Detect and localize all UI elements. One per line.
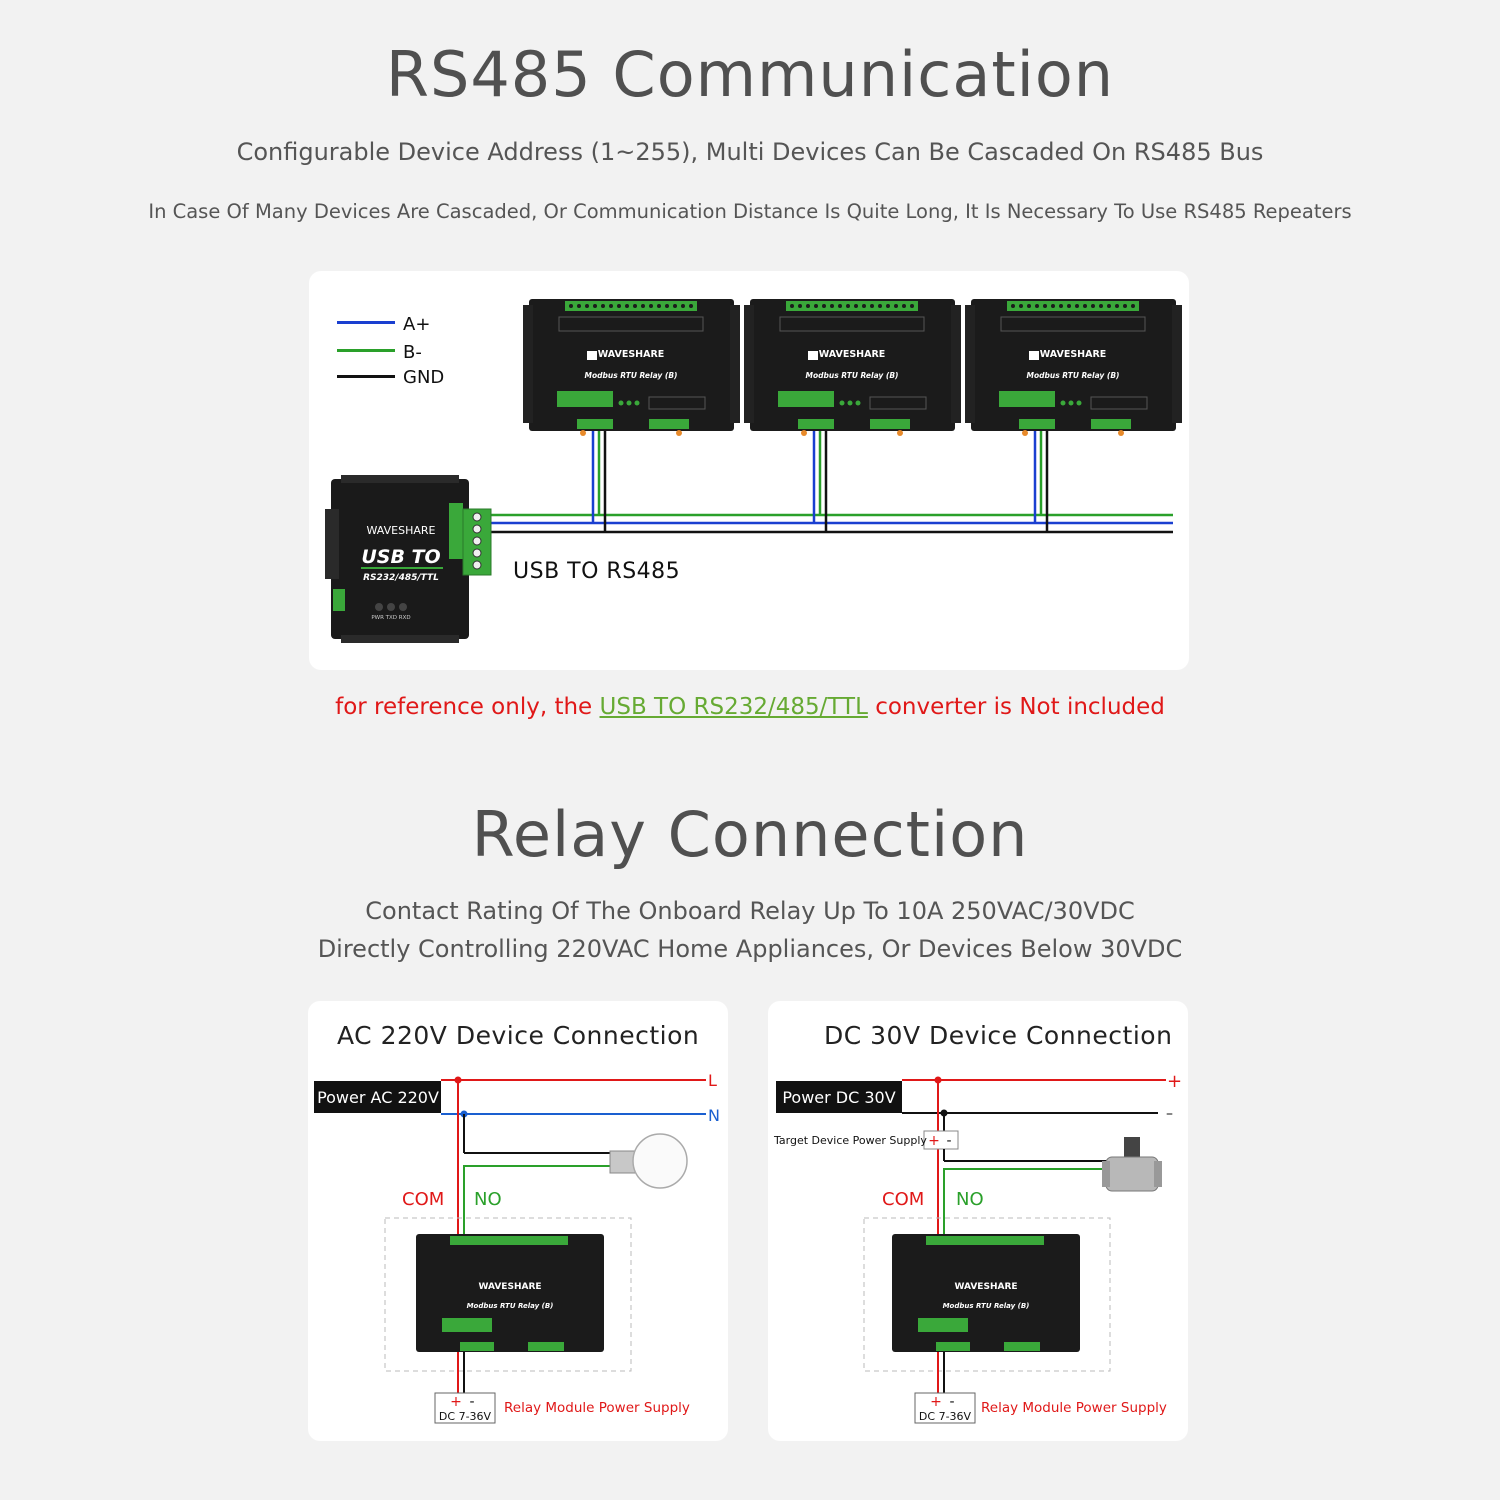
relay-2-brand: WAVESHARE [819,349,886,360]
relay-2-model: Modbus RTU Relay (B) [806,371,899,380]
target-supply-plus: + [928,1133,940,1149]
ac-supply-minus: - [469,1394,474,1410]
note-prefix: for reference only, the [335,694,600,720]
dc-supply-plus: + [930,1394,942,1410]
legend-swatch-a [337,321,395,324]
dc-label-plus: + [1167,1071,1182,1092]
dc-no-label: NO [956,1189,984,1210]
legend-label-b: B- [403,342,422,363]
target-supply-label: Target Device Power Supply [773,1134,927,1147]
dc-connection-card: DC 30V Device Connection Power DC 30V + … [768,1001,1188,1441]
legend-label-gnd: GND [403,367,445,388]
rs485-title: RS485 Communication [385,38,1115,111]
rs485-diagram-card: A+ B- GND [309,271,1189,670]
drop-wires-2 [812,421,828,532]
dc-card-title: DC 30V Device Connection [824,1021,1173,1050]
solenoid-valve-icon [1102,1137,1162,1192]
dc-wiring-svg: Power DC 30V + – + - Target Device Power… [773,1071,1182,1424]
legend-swatch-gnd [337,375,395,378]
ac-relay-boundary [384,1217,632,1372]
dc-label-minus: – [1166,1106,1173,1122]
rs485-bus-svg: WAVESHARE Modbus RTU Relay (B) WAVESHARE… [325,298,1183,643]
rs485-subtitle: Configurable Device Address (1~255), Mul… [236,138,1264,166]
ac-power-box [314,1081,441,1113]
rs485-description: In Case Of Many Devices Are Cascaded, Or… [148,200,1352,223]
relay-3-brand: WAVESHARE [1040,349,1107,360]
dc-power-box [776,1081,902,1113]
converter-model-bottom: RS232/485/TTL [363,573,439,583]
dc-relay-brand: WAVESHARE [954,1282,1017,1292]
dc-supply-voltage: DC 7-36V [919,1410,972,1423]
relay-1-model: Modbus RTU Relay (B) [585,371,678,380]
usb-rs485-converter: WAVESHARE USB TO RS232/485/TTL PWR TXD R… [325,475,492,643]
ac-supply-voltage: DC 7-36V [439,1410,492,1423]
ac-no-label: NO [474,1189,502,1210]
note-suffix: converter is Not included [867,694,1165,720]
ac-label-l: L [708,1071,717,1090]
light-bulb-icon [609,1133,688,1189]
ac-connection-card: AC 220V Device Connection Power AC 220V … [308,1001,728,1441]
dc-relay-model: Modbus RTU Relay (B) [943,1302,1030,1310]
dc-supply-minus: - [949,1394,954,1410]
target-supply-minus: - [946,1133,951,1149]
dc-supply-label: Relay Module Power Supply [981,1400,1167,1416]
ac-supply-plus: + [450,1394,462,1410]
legend-swatch-b [337,349,395,352]
drop-wires-1 [591,421,607,532]
drop-wires-3 [1033,421,1049,532]
relay-module-1: WAVESHARE Modbus RTU Relay (B) [522,298,741,437]
ac-relay-brand: WAVESHARE [478,1282,541,1292]
legend-label-a: A+ [403,314,431,335]
converter-model-top: USB TO [361,546,440,568]
dc-relay-boundary [863,1217,1111,1372]
ac-power-label: Power AC 220V [317,1088,439,1107]
dc-relay-module: WAVESHARE Modbus RTU Relay (B) [892,1234,1080,1352]
reference-note: for reference only, the USB TO RS232/485… [0,694,1500,720]
converter-leds: PWR TXD RXD [371,615,410,621]
converter-product-link[interactable]: USB TO RS232/485/TTL [599,694,868,720]
relay-title: Relay Connection [471,798,1029,871]
ac-supply-label: Relay Module Power Supply [504,1400,690,1416]
relay-subtitle-2: Directly Controlling 220VAC Home Applian… [317,935,1183,963]
relay-1-brand: WAVESHARE [598,349,665,360]
relay-subtitle-1: Contact Rating Of The Onboard Relay Up T… [365,897,1135,925]
dc-supply-box [914,1392,976,1424]
dc-power-label: Power DC 30V [782,1088,895,1107]
ac-card-title: AC 220V Device Connection [337,1021,700,1050]
converter-label: USB TO RS485 [513,559,681,584]
ac-com-label: COM [402,1189,444,1210]
dc-com-label: COM [882,1189,924,1210]
ac-wiring-svg: Power AC 220V L N COM NO WAVESHARE Modbu… [314,1071,720,1424]
relay-3-model: Modbus RTU Relay (B) [1027,371,1120,380]
ac-relay-module: WAVESHARE Modbus RTU Relay (B) [416,1234,604,1352]
relay-module-2: WAVESHARE Modbus RTU Relay (B) [743,298,962,437]
relay-module-3: WAVESHARE Modbus RTU Relay (B) [964,298,1183,437]
ac-supply-box [434,1392,496,1424]
target-supply-box [923,1130,959,1150]
ac-label-n: N [708,1106,720,1125]
ac-relay-model: Modbus RTU Relay (B) [467,1302,554,1310]
converter-brand: WAVESHARE [367,524,436,537]
